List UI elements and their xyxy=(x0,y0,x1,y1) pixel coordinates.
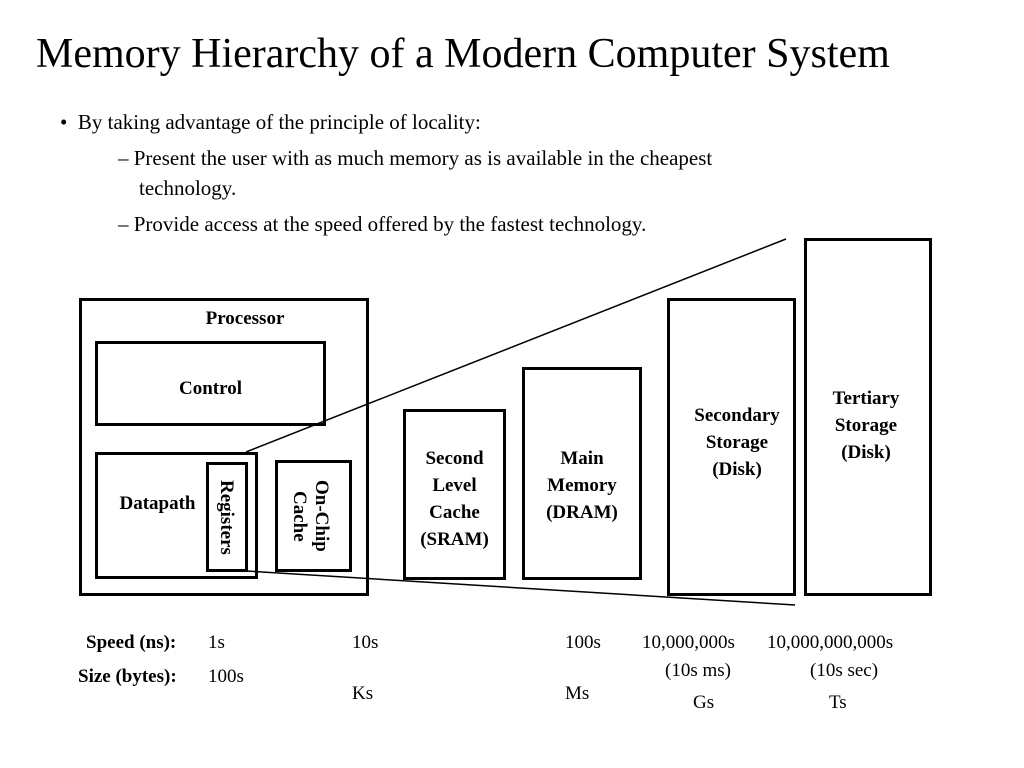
size-tertiary: Ts xyxy=(829,692,847,713)
on-chip-cache-box xyxy=(275,460,352,572)
processor-label: Processor xyxy=(205,308,285,329)
control-box xyxy=(95,341,326,426)
bullet-sub-1-text: Present the user with as much memory as … xyxy=(133,146,713,170)
tertiary-line-2: Storage xyxy=(834,415,898,436)
second-level-cache-label: Second Level Cache (SRAM) xyxy=(403,445,506,553)
upper-perspective-line xyxy=(245,238,787,453)
secondary-line-2: Storage xyxy=(705,432,769,453)
slide-title: Memory Hierarchy of a Modern Computer Sy… xyxy=(36,31,890,77)
bullet-main: • By taking advantage of the principle o… xyxy=(60,110,481,135)
speed-main: 100s xyxy=(565,632,601,653)
slc-line-4: (SRAM) xyxy=(420,529,489,550)
registers-box xyxy=(206,462,248,572)
main-line-2: Memory xyxy=(547,475,617,496)
processor-box xyxy=(79,298,369,596)
speed-cache: 10s xyxy=(352,632,379,653)
secondary-line-1: Secondary xyxy=(694,405,780,426)
tertiary-storage-box xyxy=(804,238,932,596)
slc-line-3: Cache xyxy=(429,502,480,523)
control-label: Control xyxy=(179,378,242,399)
bullet-main-text: By taking advantage of the principle of … xyxy=(77,110,481,134)
size-registers: 100s xyxy=(208,666,244,687)
second-level-cache-box xyxy=(403,409,506,580)
secondary-line-3: (Disk) xyxy=(712,459,762,480)
tertiary-line-3: (Disk) xyxy=(841,442,891,463)
speed-secondary: 10,000,000s xyxy=(642,632,735,653)
bullet-sub-2-text: Provide access at the speed offered by t… xyxy=(133,212,647,236)
main-memory-box xyxy=(522,367,642,580)
secondary-storage-box xyxy=(667,298,796,596)
secondary-storage-label: Secondary Storage (Disk) xyxy=(672,402,802,483)
size-secondary: Gs xyxy=(693,692,715,713)
speed-tertiary: 10,000,000,000s xyxy=(767,632,894,653)
dash-marker: – xyxy=(118,212,129,236)
bullet-sub-2: – Provide access at the speed offered by… xyxy=(118,212,646,237)
tertiary-storage-label: Tertiary Storage (Disk) xyxy=(804,385,928,466)
tertiary-line-1: Tertiary xyxy=(832,388,900,409)
main-line-3: (DRAM) xyxy=(546,502,618,523)
speed-secondary-note: (10s ms) xyxy=(665,660,731,681)
on-chip-line-2: Cache xyxy=(289,490,310,542)
slc-line-1: Second xyxy=(425,448,484,469)
speed-registers: 1s xyxy=(208,632,225,653)
main-memory-label: Main Memory (DRAM) xyxy=(522,445,642,526)
slc-line-2: Level xyxy=(432,475,477,496)
size-row-label: Size (bytes): xyxy=(78,666,177,687)
datapath-box xyxy=(95,452,258,579)
lower-perspective-line xyxy=(245,570,796,606)
datapath-label: Datapath xyxy=(119,493,196,514)
bullet-sub-1-continued: technology. xyxy=(139,176,237,200)
on-chip-line-1: On-Chip xyxy=(311,480,332,552)
speed-row-label: Speed (ns): xyxy=(86,632,177,653)
speed-tertiary-note: (10s sec) xyxy=(810,660,879,681)
size-main: Ms xyxy=(565,683,590,704)
bullet-marker: • xyxy=(60,110,68,134)
size-cache: Ks xyxy=(352,683,374,704)
main-line-1: Main xyxy=(560,448,604,469)
registers-label: Registers xyxy=(216,479,237,555)
dash-marker: – xyxy=(118,146,129,170)
bullet-sub-1: – Present the user with as much memory a… xyxy=(118,146,712,171)
on-chip-cache-label: On-Chip Cache xyxy=(288,470,332,562)
